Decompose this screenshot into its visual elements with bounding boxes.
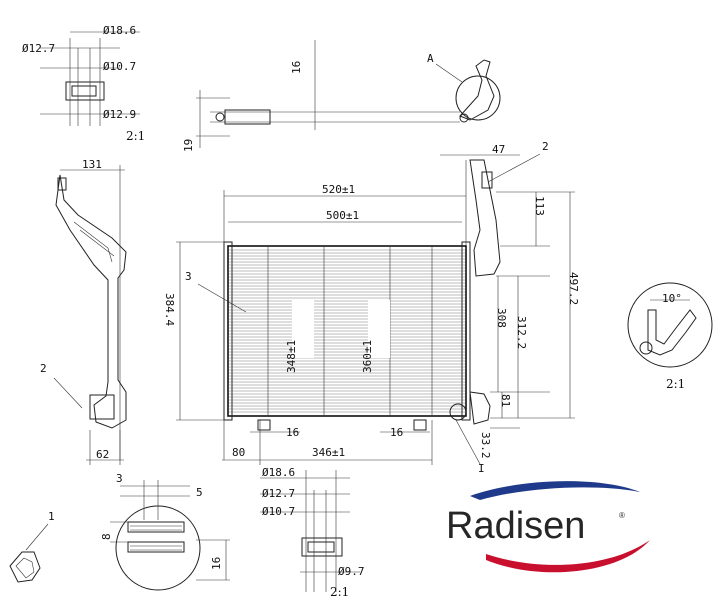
callout-a: A	[427, 52, 434, 65]
callout-3: 3	[185, 270, 192, 283]
front-view-condenser: 520±1 500±1 348±1 360±1 384.4 2 47	[163, 140, 580, 475]
dim-384-4: 384.4	[163, 293, 176, 326]
top-left-fitting-detail: Ø18.6 Ø12.7 Ø10.7 Ø12.9 2:1	[22, 24, 145, 143]
bottom-mid-fitting-detail: Ø18.6 Ø12.7 Ø10.7 Ø9.7 2:1	[260, 466, 365, 599]
dim-5: 5	[196, 486, 203, 499]
dim-346: 346±1	[312, 446, 345, 459]
dim-d10-7-top: Ø10.7	[103, 60, 136, 73]
callout-2-front: 2	[542, 140, 549, 153]
dim-131: 131	[82, 158, 102, 171]
core-fins	[229, 249, 465, 413]
dim-500: 500±1	[326, 209, 359, 222]
dim-312-2: 312.2	[515, 316, 528, 349]
dim-360: 360±1	[361, 340, 374, 373]
callout-2-side: 2	[40, 362, 47, 375]
dim-113: 113	[533, 196, 546, 216]
dim-16-bottom-right: 16	[390, 426, 403, 439]
dim-d10-7-bottom: Ø10.7	[262, 505, 295, 518]
dim-62: 62	[96, 448, 109, 461]
side-view: 131 2 62	[40, 158, 127, 465]
brand-name: Radisen	[446, 505, 585, 547]
radisen-logo: Radisen ®	[446, 481, 650, 573]
dim-d18-6-top: Ø18.6	[103, 24, 136, 37]
dim-d12-7-top: Ø12.7	[22, 42, 55, 55]
dim-308: 308	[495, 308, 508, 328]
scale-label-right: 2:1	[666, 377, 685, 391]
brand-registered-mark: ®	[619, 511, 625, 520]
dim-520: 520±1	[322, 183, 355, 196]
dim-16-bottom-left: 16	[286, 426, 299, 439]
dim-d18-6-bottom: Ø18.6	[262, 466, 295, 479]
dim-d9-7-bottom: Ø9.7	[338, 565, 365, 578]
dim-33-2: 33.2	[479, 432, 492, 459]
callout-1: 1	[48, 510, 55, 523]
dim-16-pipe: 16	[290, 61, 303, 74]
dim-348: 348±1	[285, 340, 298, 373]
dim-80: 80	[232, 446, 245, 459]
dim-16-detail: 16	[210, 557, 223, 570]
dim-d12-9-top: Ø12.9	[103, 108, 136, 121]
dim-497-2: 497.2	[567, 272, 580, 305]
right-angle-detail: 10° 2:1	[627, 282, 713, 391]
dim-19-pipe: 19	[182, 139, 195, 152]
dim-10-degree: 10°	[662, 292, 682, 305]
dim-8: 8	[100, 533, 113, 540]
dim-47: 47	[492, 143, 505, 156]
dim-3: 3	[116, 472, 123, 485]
dim-81: 81	[499, 394, 512, 407]
scale-label-top-left: 2:1	[126, 129, 145, 143]
bottom-left-fin-detail: 3 5 8 16 1	[9, 472, 230, 591]
scale-label-bottom-mid: 2:1	[330, 585, 349, 599]
dim-d12-7-bottom: Ø12.7	[262, 487, 295, 500]
callout-i: I	[478, 462, 485, 475]
top-pipe-view: 16 19 A	[182, 40, 501, 152]
